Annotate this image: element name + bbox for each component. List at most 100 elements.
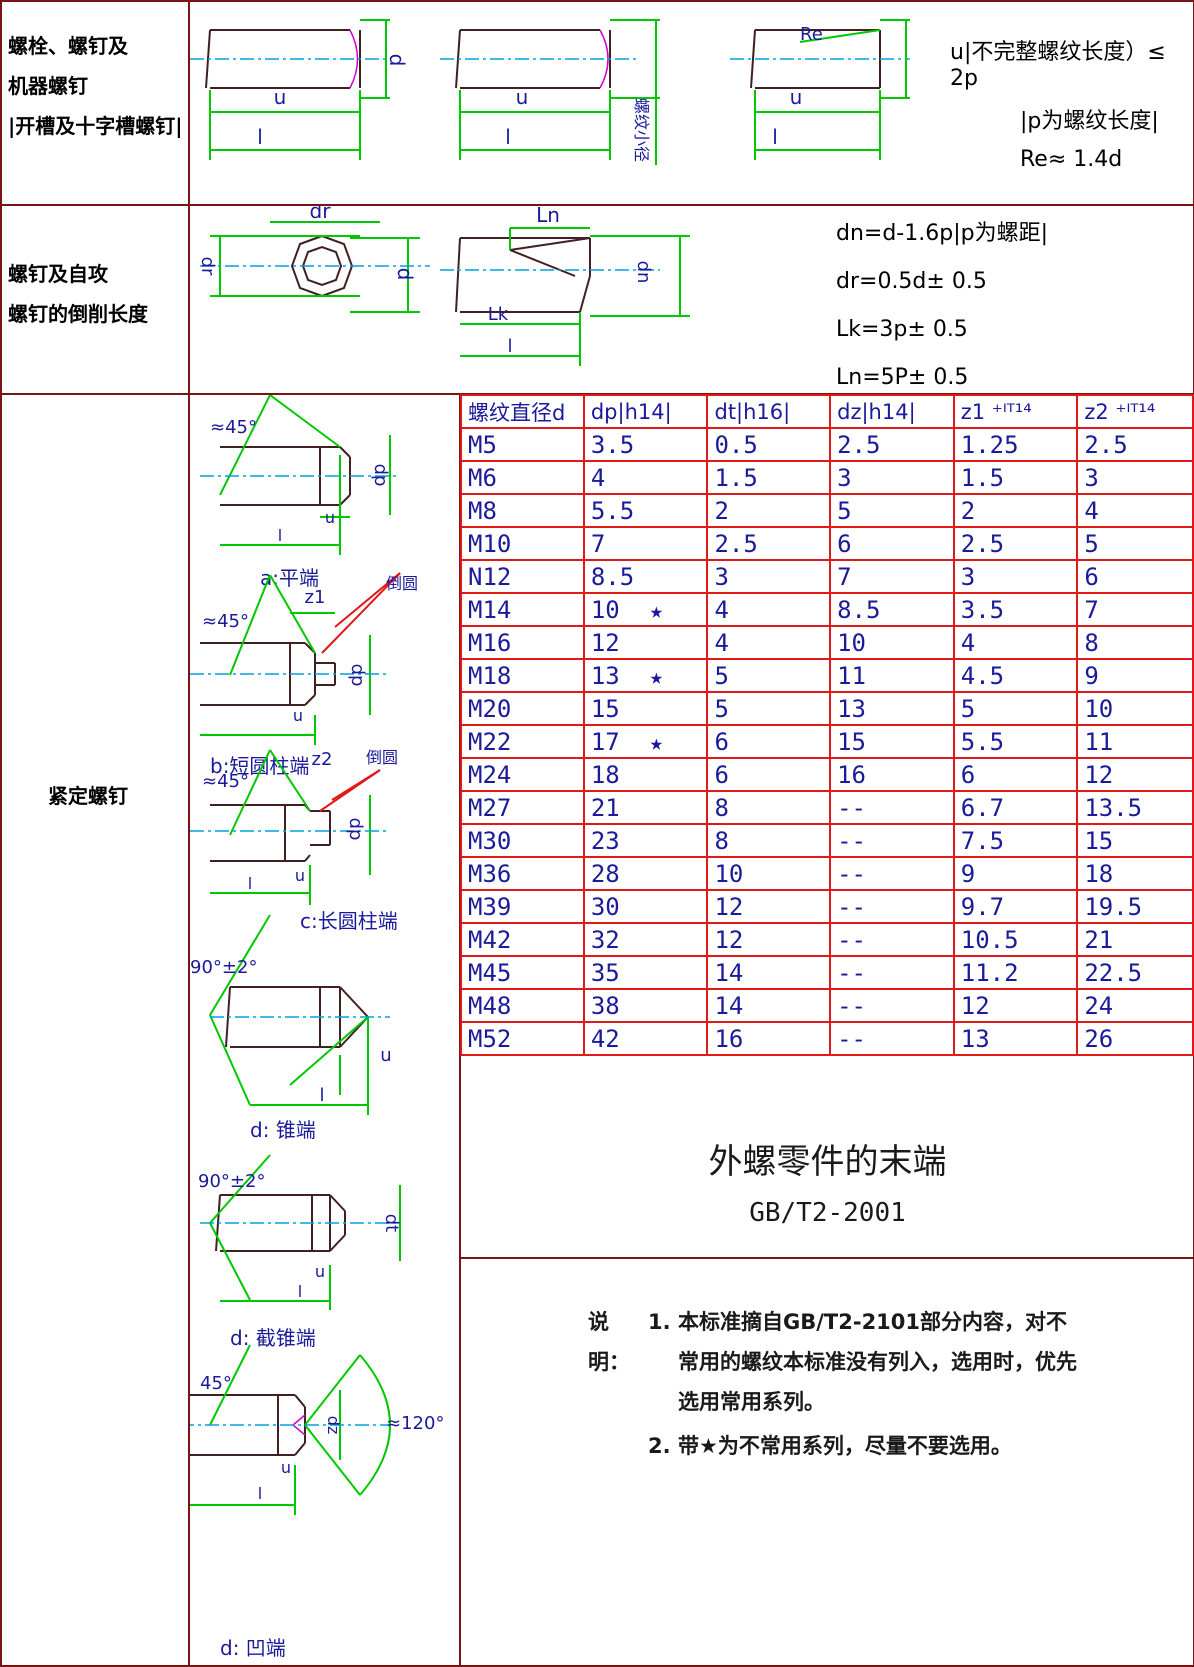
self-tapping-drawings: dr dr d Ln dn Lk l [197,206,690,366]
cell-z2: 18 [1076,856,1194,891]
cell-value: 8 [1084,628,1099,657]
formula-line: Lk=3p± 0.5 [836,317,968,342]
dim-u: u [295,866,305,885]
note-line: Re≈ 1.4d [1020,147,1123,172]
cell-z2: 15 [1076,823,1194,858]
cell-dt: 4 [706,625,832,660]
row-divider-1 [0,204,1194,206]
column-divider [188,0,190,1666]
cell-dz: -- [829,988,955,1023]
cell-dp: 7 [582,526,709,561]
caption-d-cone: d: 锥端 [250,1118,316,1142]
cell-dz: -- [829,790,955,825]
cell-value: 12 [1084,760,1114,789]
cell-dp: 28 [582,856,709,891]
cell-value: M18 [468,661,512,690]
section-label-self-tapping: 螺钉及自攻 螺钉的倒削长度 [8,254,188,334]
dim-u: u [325,508,335,527]
cell-dz: 15 [829,724,955,759]
bolt-end-drawings: d u l u l Re u l 螺纹小径 [190,19,910,165]
cell-value: 19.5 [1084,892,1143,921]
cell-value: 4 [714,628,729,657]
dim-dz: dz [324,1416,343,1435]
cell-dt: 16 [706,1021,832,1056]
dim-z1: z1 [305,587,326,608]
set-screw-drawings: ≈45° dp u l a:平端 ≈45° z1 倒圆 dp u b:短圆柱端 … [190,395,444,1660]
cell-value: 1.5 [714,463,758,492]
cell-dz: -- [829,922,955,957]
cell-dt: 1.5 [706,460,832,495]
cell-value: 10 [590,595,620,624]
row-divider-2 [0,393,1194,395]
cell-z1: 6.7 [952,790,1079,825]
dim-dp: dp [345,818,366,841]
cell-value: M14 [468,595,512,624]
note-line: u|不完整螺纹长度）≤ 2p [950,40,1166,91]
cell-dt: 5 [706,658,832,693]
cell-value: 14 [714,991,744,1020]
cell-value: 10 [837,628,867,657]
cell-d: M10 [460,526,585,561]
cell-dp: 8.5 [582,559,709,594]
dim-dp: dp [347,664,368,687]
angle-d-cone: 90°±2° [190,957,257,978]
cell-dz: -- [829,1021,955,1056]
table-header-row: 螺纹直径d dp|h14| dt|h16| dz|h14| z1 ⁺ᴵᵀ¹⁴ z… [460,394,1194,429]
cell-dz: 7 [829,559,955,594]
cell-dt: 5 [706,691,832,726]
cell-z1: 5.5 [952,724,1079,759]
cell-dz: 5 [829,493,955,528]
cell-dp: 30 [582,889,709,924]
cell-value: 3 [714,562,729,591]
cell-z1: 6 [952,757,1079,792]
cell-d: M27 [460,790,585,825]
cell-z1: 4.5 [952,658,1079,693]
cell-value: 13.5 [1084,793,1143,822]
cell-z1: 12 [952,988,1079,1023]
cell-dp: 32 [582,922,709,957]
cell-z2: 6 [1076,559,1194,594]
angle-d-cup-120: ≈120° [386,1413,444,1434]
cell-value: 18 [590,760,620,789]
cell-d: M30 [460,823,585,858]
cell-value: 15 [590,694,620,723]
explanation-line: 常用的螺纹本标准没有列入，选用时，优先 [678,1350,1077,1374]
cell-dp: 4 [582,460,709,495]
dim-l: l [298,1282,302,1301]
cell-z1: 11.2 [952,955,1079,990]
cell-value: 3 [837,463,852,492]
caption-d-cup: d: 凹端 [220,1636,286,1660]
dim-l: l [772,125,778,149]
dim-dr: dr [197,257,218,276]
dim-l: l [248,874,252,893]
section-label-bolts: 螺栓、螺钉及 机器螺钉 |开槽及十字槽螺钉| [8,26,188,146]
cell-d: M39 [460,889,585,924]
cell-value: 6 [714,727,729,756]
cell-value: M22 [468,727,512,756]
cell-z2: 13.5 [1076,790,1194,825]
cell-z1: 10.5 [952,922,1079,957]
header-cell: z2 ⁺ᴵᵀ¹⁴ [1076,394,1194,429]
cell-z2: 9 [1076,658,1194,693]
label-line: |开槽及十字槽螺钉| [8,114,183,138]
formula-line: Ln=5P± 0.5 [836,365,969,390]
header-cell: z1 ⁺ᴵᵀ¹⁴ [952,394,1079,429]
cell-value: 2.5 [960,529,1005,558]
dim-u: u [293,706,303,725]
cell-d: M48 [460,988,585,1023]
cell-d: M24 [460,757,585,792]
cell-value: M48 [468,991,512,1020]
explanation-line: 带★为不常用系列，尽量不要选用。 [678,1434,1012,1458]
cell-z2: 24 [1076,988,1194,1023]
cell-dt: 0.5 [706,427,832,462]
cell-z1: 7.5 [952,823,1079,858]
cell-value: 0.5 [714,430,758,459]
